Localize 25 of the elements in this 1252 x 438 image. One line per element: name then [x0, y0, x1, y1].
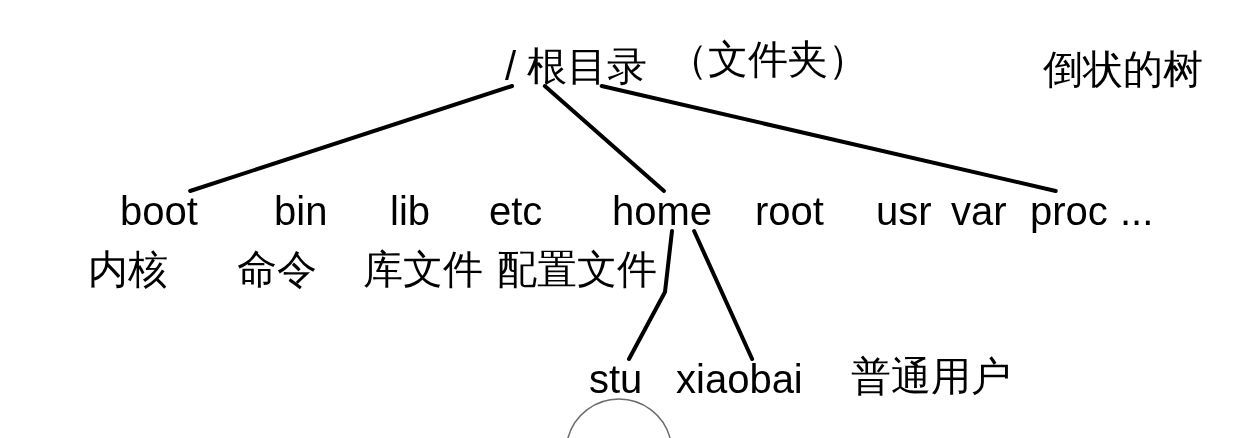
directory-name: home	[612, 191, 713, 231]
tree-branch-line	[692, 229, 755, 361]
tree-branch-line	[188, 84, 515, 193]
directory-name: etc	[489, 191, 543, 231]
directory-name: / 根目录	[505, 46, 648, 86]
tree-branch-line	[542, 84, 666, 193]
directory-name: bin	[274, 191, 328, 231]
directory-name: proc	[1030, 191, 1108, 231]
directory-name: root	[755, 191, 824, 231]
directory-name: usr	[876, 191, 932, 231]
directory-description: （文件夹）	[668, 39, 868, 79]
directory-name: stu	[589, 359, 643, 399]
ellipsis-text: ...	[1120, 191, 1154, 231]
directory-name: var	[951, 191, 1007, 231]
tree-branch-line	[599, 84, 1058, 193]
directory-description: 配置文件	[497, 249, 657, 289]
directory-description: 命令	[237, 249, 317, 289]
annotation-text: 普通用户	[851, 356, 1011, 396]
side-note: 倒状的树	[1043, 49, 1203, 89]
directory-description: 内核	[88, 249, 168, 289]
directory-name: boot	[120, 191, 198, 231]
tree-branch-line	[627, 229, 674, 361]
directory-name: xiaobai	[676, 359, 803, 399]
directory-description: 库文件	[363, 249, 483, 289]
directory-name: lib	[390, 191, 431, 231]
